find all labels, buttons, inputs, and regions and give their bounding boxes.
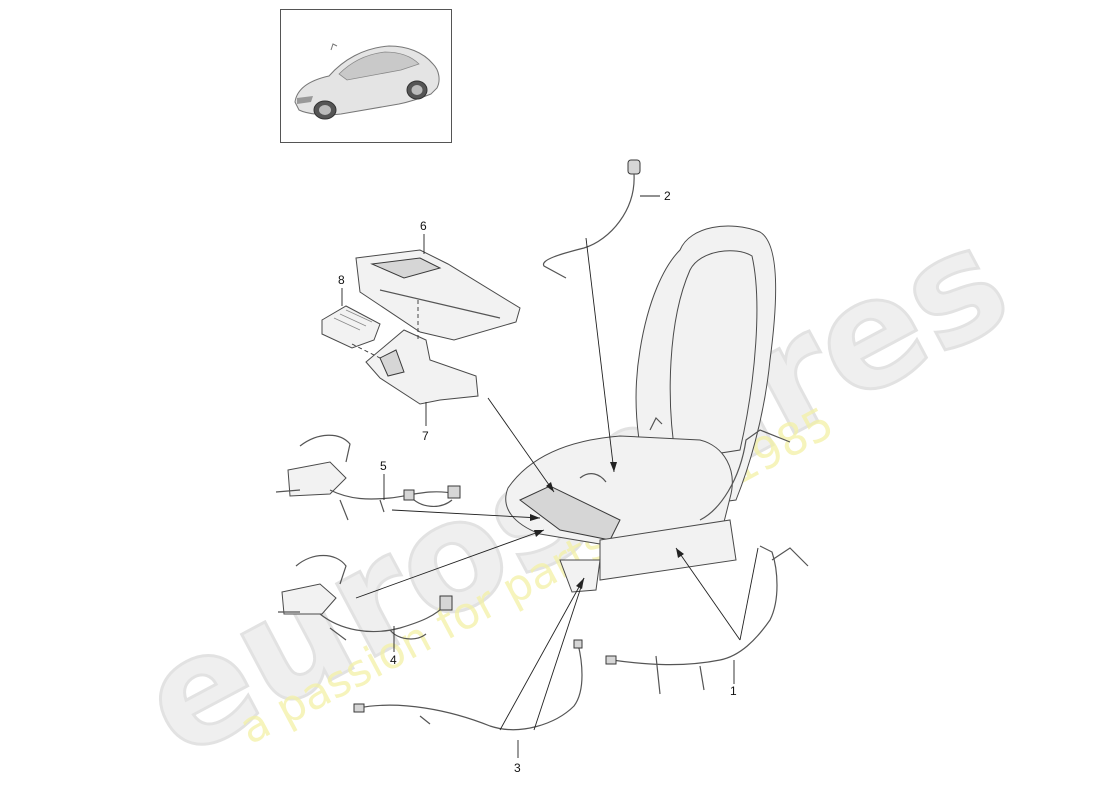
- callout-1: 1: [730, 684, 737, 698]
- callout-6: 6: [420, 219, 427, 233]
- car-illustration: [294, 43, 440, 120]
- seat-assembly: [505, 225, 791, 593]
- part-4-harness: [278, 554, 453, 641]
- vehicle-thumbnail: [280, 9, 452, 143]
- callout-5: 5: [380, 459, 387, 473]
- part-3-cable: [353, 639, 583, 731]
- callout-labels: 1 2 3 4 5 6 7 8: [338, 189, 737, 775]
- callout-8: 8: [338, 273, 345, 287]
- leader-lines: [341, 195, 759, 758]
- callout-3: 3: [514, 761, 521, 775]
- part-6-housing: [355, 249, 521, 341]
- part-2-cable: [542, 159, 641, 279]
- part-8-control-unit: [321, 305, 381, 349]
- callout-7: 7: [422, 429, 429, 443]
- part-5-harness: [275, 434, 461, 521]
- callout-2: 2: [664, 189, 671, 203]
- part-1-cable: [605, 545, 809, 695]
- part-7-bracket: [365, 329, 479, 405]
- callout-4: 4: [390, 653, 397, 667]
